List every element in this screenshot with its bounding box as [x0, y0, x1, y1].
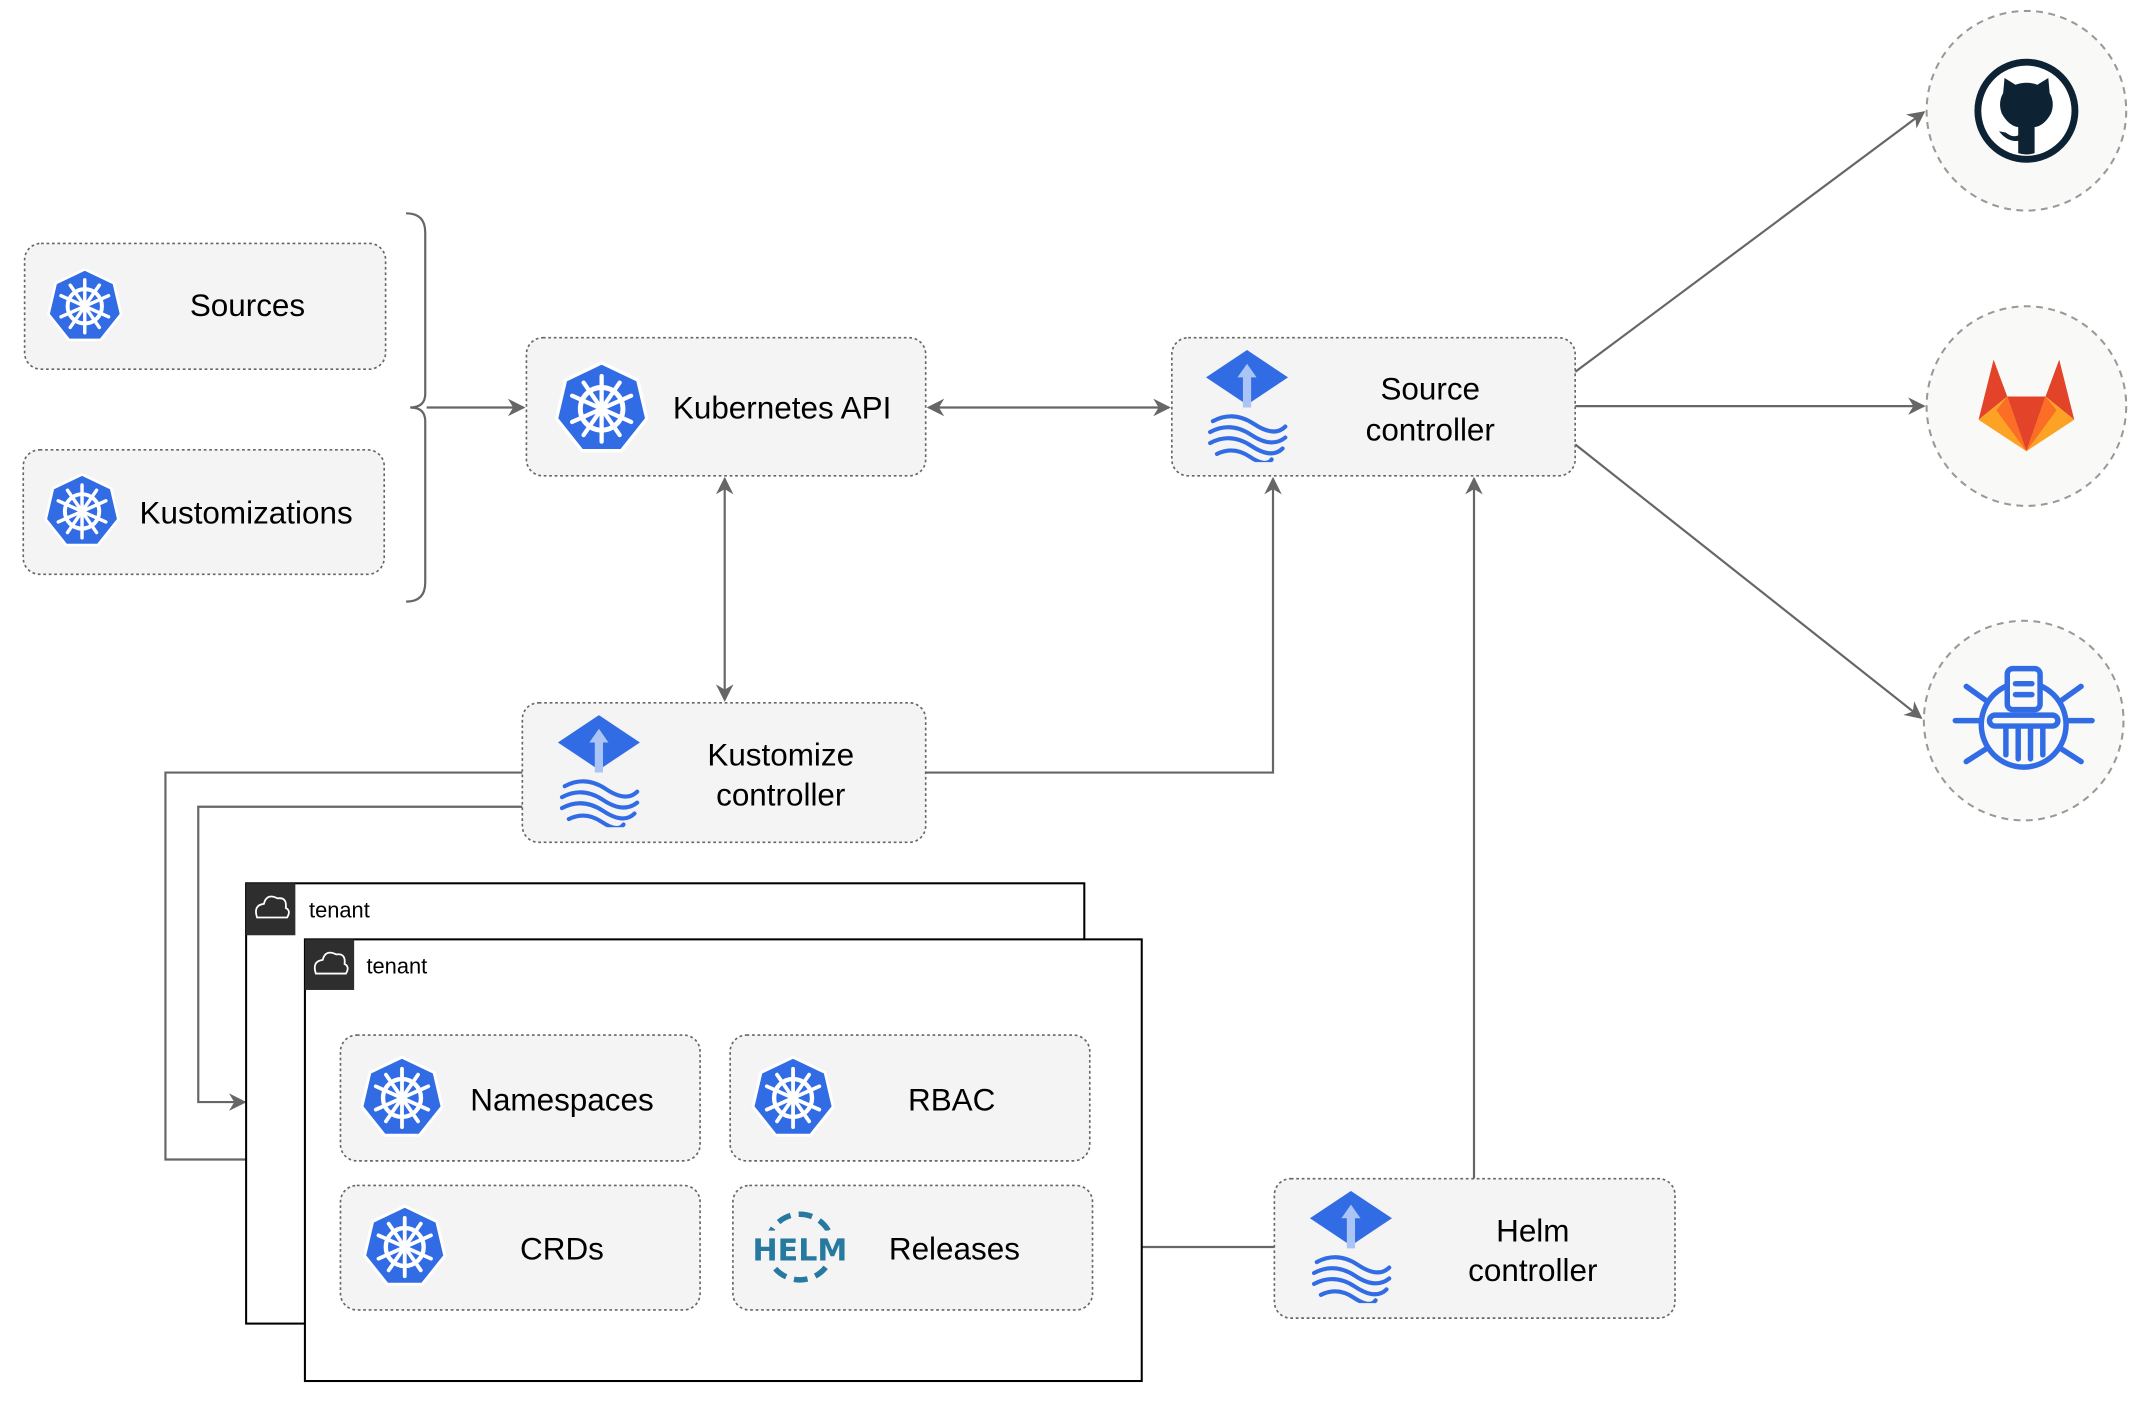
kustomize-controller-node[interactable]: Kustomize controller	[521, 701, 927, 844]
edge-source-to-github	[1574, 111, 1926, 373]
releases-label: Releases	[889, 1231, 1020, 1266]
bucket-node[interactable]	[1922, 619, 2125, 822]
svg-text:HELM: HELM	[752, 1234, 847, 1269]
crds-label: CRDs	[520, 1231, 604, 1266]
cloud-icon	[255, 895, 290, 919]
namespaces-label: Namespaces	[470, 1082, 653, 1117]
kustomize-controller-label-2: controller	[716, 777, 845, 812]
edge-kustomize-to-source	[925, 476, 1282, 774]
edge-source-to-bucket	[1574, 443, 1923, 719]
edge-kustomize-to-tenant-front	[164, 771, 523, 1169]
source-controller-label-2: controller	[1366, 412, 1495, 447]
tenant-label: tenant	[309, 897, 370, 922]
helm-icon: HELM	[752, 1211, 847, 1283]
kustomize-controller-label-1: Kustomize	[707, 738, 854, 773]
releases-node[interactable]: HELM Releases	[732, 1184, 1094, 1311]
edge-kustomize-to-tenant-back	[197, 805, 523, 1111]
namespaces-node[interactable]: Namespaces	[339, 1034, 701, 1162]
tenant-label: tenant	[366, 954, 427, 979]
brace	[406, 212, 427, 603]
kubernetes-api-node[interactable]: Kubernetes API	[525, 336, 927, 477]
rbac-node[interactable]: RBAC	[729, 1034, 1091, 1162]
helm-controller-label-1: Helm	[1496, 1214, 1569, 1249]
bucket-icon	[1952, 665, 2095, 770]
gitlab-node[interactable]	[1925, 305, 2128, 507]
kubernetes-api-label: Kubernetes API	[673, 390, 891, 425]
github-icon	[1974, 58, 2079, 163]
source-controller-node[interactable]: Source controller	[1170, 336, 1577, 477]
github-node[interactable]	[1925, 9, 2128, 212]
helm-controller-label-2: controller	[1468, 1253, 1597, 1288]
cloud-icon	[313, 951, 349, 975]
source-controller-label-1: Source	[1380, 371, 1480, 406]
sources-label: Sources	[190, 288, 305, 323]
rbac-label: RBAC	[908, 1082, 995, 1117]
sources-node[interactable]: Sources	[23, 242, 387, 371]
edges	[164, 111, 1926, 1256]
kustomizations-label: Kustomizations	[140, 496, 353, 531]
kustomizations-node[interactable]: Kustomizations	[22, 449, 386, 576]
helm-controller-node[interactable]: Helm controller	[1273, 1177, 1676, 1319]
gitlab-icon	[1978, 359, 2075, 452]
crds-node[interactable]: CRDs	[339, 1184, 701, 1311]
